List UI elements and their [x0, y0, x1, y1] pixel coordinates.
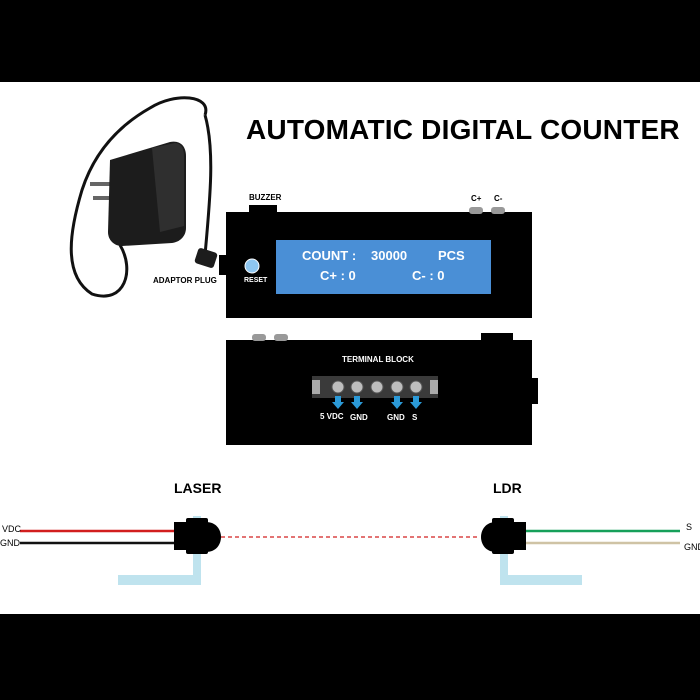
c-minus-port-label: C-: [494, 194, 503, 203]
adapter-plug-tip: [194, 248, 218, 268]
terminal-screw: [409, 380, 423, 394]
terminal-block-label: TERMINAL BLOCK: [342, 355, 414, 364]
lcd-screen: [276, 240, 491, 294]
terminal-arrow-s: [410, 396, 422, 409]
ldr-mount-bracket: [500, 516, 582, 585]
terminal-label-gnd-1: GND: [350, 413, 368, 422]
lcd-count-label: COUNT :: [302, 248, 357, 263]
laser-wire-label-vdc: VDC: [2, 524, 22, 534]
back-connector-left: [252, 334, 266, 341]
terminal-screws: [331, 380, 423, 394]
lcd-c-minus: C- : 0: [412, 268, 445, 283]
adapter-body-side: [152, 143, 184, 232]
back-side-jack: [530, 378, 538, 404]
counter-back-unit: [226, 333, 538, 445]
counter-front-unit: [219, 205, 532, 318]
terminal-screw: [350, 380, 364, 394]
ldr-title: LDR: [493, 480, 522, 496]
ldr-wire-label-s: S: [686, 522, 693, 532]
ldr-assembly: [481, 516, 680, 585]
ldr-body: [492, 518, 514, 554]
back-buzzer-bump: [481, 333, 513, 342]
adapter-cable: [69, 96, 208, 298]
laser-mount-bracket: [118, 516, 201, 585]
laser-body-rear: [174, 522, 188, 550]
terminal-label-5vdc: 5 VDC: [320, 412, 344, 421]
terminal-label-gnd-2: GND: [387, 413, 405, 422]
laser-assembly: [20, 516, 478, 585]
c-plus-port-label: C+: [471, 194, 482, 203]
power-adapter: [69, 96, 218, 298]
terminal-arrow-5vdc: [332, 396, 344, 409]
laser-title: LASER: [174, 480, 222, 496]
terminal-block-end-left: [312, 380, 320, 394]
terminal-arrow-gnd-1: [351, 396, 363, 409]
buzzer-bump: [249, 205, 277, 214]
lcd-unit: PCS: [438, 248, 465, 263]
laser-lens: [206, 522, 221, 552]
terminal-screw: [370, 380, 384, 394]
adaptor-jack: [219, 255, 228, 275]
c-minus-connector: [491, 207, 505, 214]
page-title: AUTOMATIC DIGITAL COUNTER: [246, 114, 680, 145]
ldr-wire-label-gnd: GND: [684, 542, 700, 552]
laser-wire-label-gnd: GND: [0, 538, 20, 548]
adapter-prong-bottom: [93, 196, 113, 200]
adapter-cable-to-plug: [203, 114, 213, 256]
terminal-arrows: [332, 396, 422, 409]
adapter-prong-top: [90, 182, 110, 186]
reset-button[interactable]: [244, 258, 260, 274]
reset-label: RESET: [244, 277, 268, 284]
terminal-arrow-gnd-2: [391, 396, 403, 409]
terminal-screw: [331, 380, 345, 394]
back-connector-right: [274, 334, 288, 341]
lcd-c-plus: C+ : 0: [320, 268, 356, 283]
ldr-body-rear: [512, 522, 526, 550]
terminal-label-s: S: [412, 413, 418, 422]
c-plus-connector: [469, 207, 483, 214]
adaptor-plug-label: ADAPTOR PLUG: [153, 276, 217, 285]
buzzer-label: BUZZER: [249, 193, 282, 202]
terminal-screw: [390, 380, 404, 394]
terminal-block-end-right: [430, 380, 438, 394]
laser-body: [186, 518, 208, 554]
lcd-count-value: 30000: [371, 248, 408, 263]
